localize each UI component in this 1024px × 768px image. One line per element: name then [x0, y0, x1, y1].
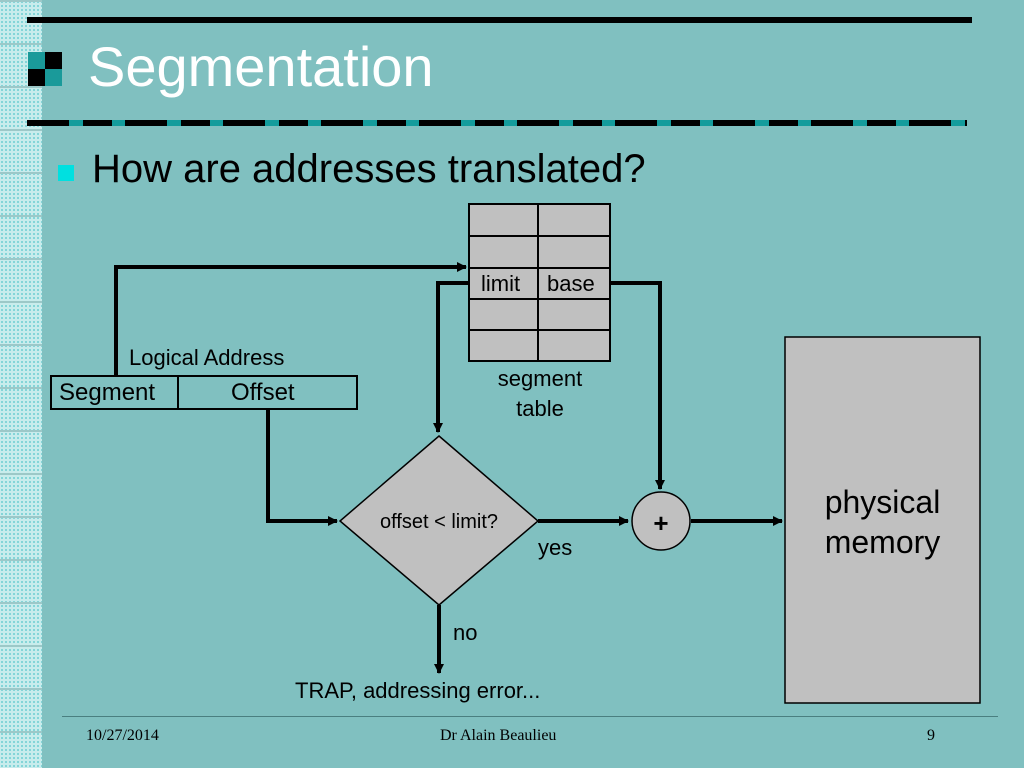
segment-field-label: Segment [59, 379, 156, 406]
segment-table-caption-line2: table [516, 396, 564, 421]
bullet-square-icon [58, 165, 74, 181]
bullet-text: How are addresses translated? [92, 147, 646, 191]
title-bottom-rule [27, 120, 967, 126]
logical-address-caption: Logical Address [129, 345, 285, 370]
segment-table-caption-line1: segment [497, 366, 583, 391]
left-decorative-strip [0, 0, 42, 768]
adder-circle [631, 491, 691, 551]
footer-page-number: 9 [927, 727, 935, 744]
no-label: no [453, 620, 478, 645]
arrow-base-to-adder [610, 281, 665, 490]
arrow-segment-to-table [114, 262, 467, 376]
offset-field-label: Offset [231, 379, 295, 406]
title-top-rule [27, 17, 972, 23]
limit-label: limit [481, 271, 521, 296]
title-marker-icon [28, 52, 62, 86]
yes-label: yes [538, 535, 573, 560]
physical-memory-box [784, 336, 981, 704]
footer-author: Dr Alain Beaulieu [440, 727, 557, 744]
footer-rule [62, 716, 998, 717]
arrow-limit-to-decision [433, 281, 469, 433]
trap-error-text: TRAP, addressing error... [295, 678, 541, 703]
adder-plus-symbol: + [653, 508, 669, 538]
slide-title: Segmentation [88, 35, 434, 98]
physical-memory-line2: memory [824, 524, 941, 560]
physical-memory-line1: physical [824, 484, 941, 520]
decision-text: offset < limit? [379, 511, 499, 533]
base-label: base [547, 271, 595, 296]
footer-date: 10/27/2014 [86, 727, 159, 744]
arrow-offset-to-decision [266, 409, 338, 526]
logical-address-box [50, 375, 358, 410]
